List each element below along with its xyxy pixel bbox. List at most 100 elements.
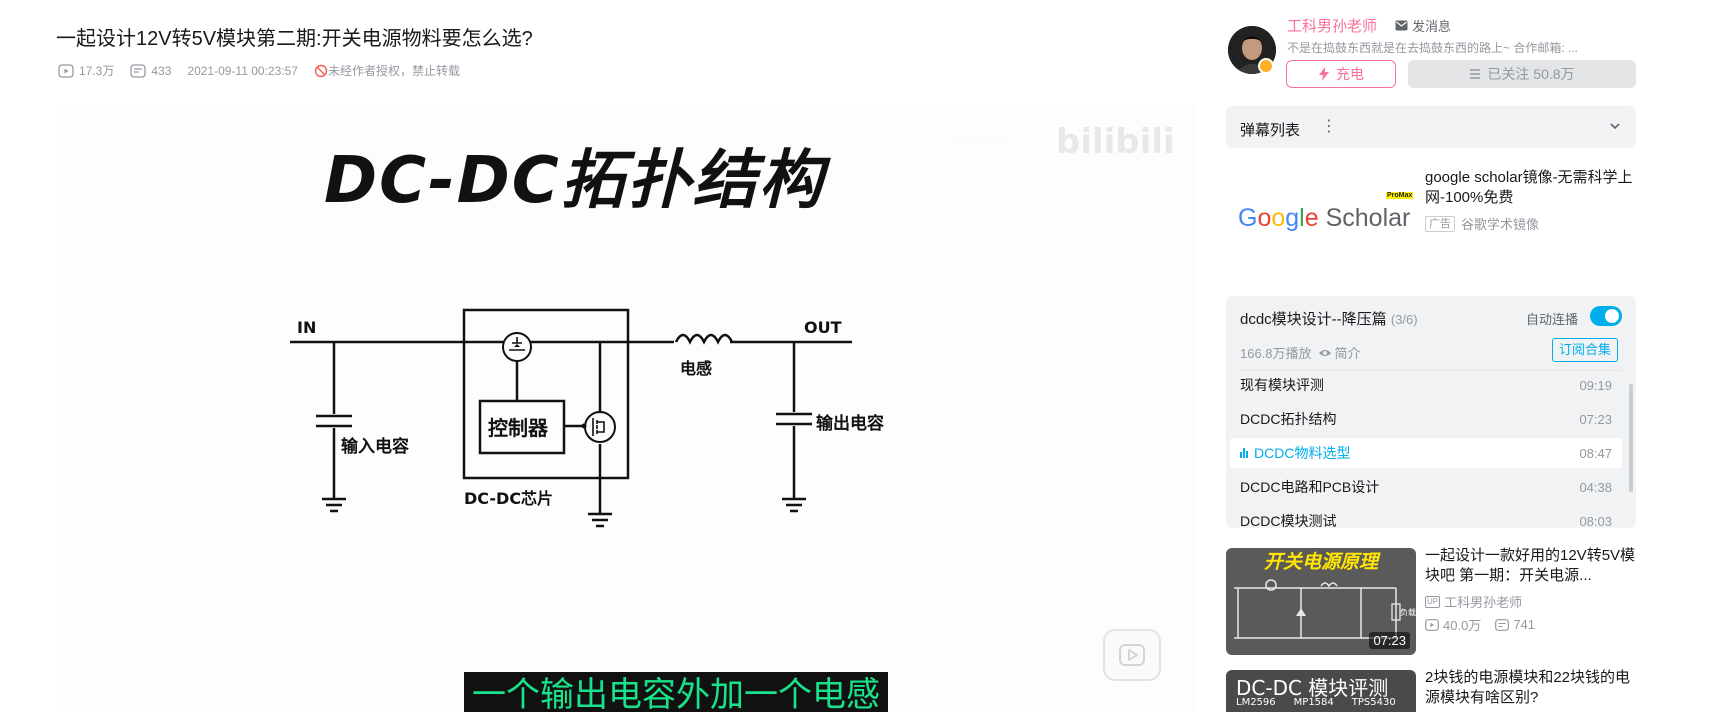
rec-thumb-chip: MP1584 (1293, 697, 1334, 708)
google-scholar-logo: Google Scholar (1238, 204, 1411, 232)
playlist-intro-link[interactable]: 简介 (1318, 343, 1361, 362)
charge-button[interactable]: 充电 (1286, 60, 1396, 88)
playlist-scrollbar[interactable] (1629, 384, 1633, 492)
play-icon (1119, 644, 1145, 666)
play-count-icon (1425, 618, 1439, 631)
rec-thumbnail[interactable]: DC-DC 模块评测 LM2596 MP1584 TPS5430 (1226, 670, 1416, 712)
playlist-item-duration: 08:03 (1579, 513, 1612, 529)
mail-icon (1395, 20, 1408, 31)
play-button[interactable] (1103, 629, 1161, 681)
autoplay-label: 自动连播 (1526, 312, 1579, 327)
rec-title[interactable]: 2块钱的电源模块和22块钱的电源模块有啥区别? (1425, 669, 1631, 706)
playlist-item-duration: 07:23 (1579, 411, 1612, 427)
playlist-item-title: DCDC物料选型 (1254, 445, 1351, 461)
rec-title[interactable]: 一起设计一款好用的12V转5V模块吧 第一期：开关电源... (1425, 547, 1636, 584)
playlist-item-title: DCDC拓扑结构 (1240, 411, 1337, 427)
now-playing-icon (1240, 448, 1248, 458)
playlist-item-title: DCDC电路和PCB设计 (1240, 479, 1380, 495)
rec-duration: 07:23 (1369, 632, 1410, 649)
rec-stats: 40.0万 741 (1425, 615, 1535, 634)
label-in: IN (297, 318, 316, 337)
video-subtitle: 一个输出电容外加一个电感 (464, 672, 888, 712)
rec-thumb-load-label: 负载 (1400, 607, 1416, 617)
rec-thumbnail[interactable]: 开关电源原理 负载 07:23 (1226, 548, 1416, 655)
playlist-title-text: dcdc模块设计--降压篇 (1240, 311, 1387, 328)
publish-time: 2021-09-11 00:23:57 (187, 63, 298, 78)
playlist-item-duration: 04:38 (1579, 479, 1612, 495)
label-controller: 控制器 (488, 416, 549, 440)
playlist-item[interactable]: DCDC电路和PCB设计 04:38 (1230, 472, 1622, 502)
danmaku-count-value: 433 (151, 63, 172, 78)
playlist-title[interactable]: dcdc模块设计--降压篇 (3/6) (1240, 308, 1418, 329)
danmaku-list-bar[interactable]: 弹幕列表 ⋮ (1226, 106, 1636, 148)
label-input-cap: 输入电容 (341, 436, 409, 457)
rec-thumb-circuit: 负载 (1234, 579, 1416, 639)
ad-tag: 广告 (1425, 215, 1455, 232)
rec-views: 40.0万 (1443, 618, 1482, 633)
uploader-name[interactable]: 工科男孙老师 (1287, 18, 1378, 35)
label-out: OUT (804, 318, 842, 337)
charge-label: 充电 (1336, 66, 1364, 82)
verified-badge-icon (1258, 58, 1274, 74)
playlist-item-duration: 08:47 (1579, 445, 1612, 461)
more-options-icon[interactable]: ⋮ (1321, 118, 1337, 135)
autoplay-toggle[interactable] (1590, 306, 1622, 326)
playlist-stats: 166.8万播放 简介 (1240, 343, 1361, 362)
rec-thumb-chip: TPS5430 (1351, 697, 1396, 708)
label-output-cap: 输出电容 (816, 413, 884, 434)
playlist-item-title: DCDC模块测试 (1240, 513, 1337, 528)
playlist-count: (3/6) (1390, 312, 1418, 327)
playlist-panel: dcdc模块设计--降压篇 (3/6) 自动连播 166.8万播放 简介 订阅合… (1226, 296, 1636, 528)
ad-promax-tag: ProMax (1386, 192, 1414, 199)
danmaku-icon (130, 63, 147, 78)
rec-up-name: 工科男孙老师 (1444, 595, 1523, 610)
lightning-icon (1319, 67, 1329, 81)
playlist-plays: 166.8万播放 (1240, 346, 1312, 361)
bilibili-watermark: bilibili (1056, 122, 1175, 162)
playlist-item[interactable]: DCDC拓扑结构 07:23 (1230, 404, 1622, 434)
circuit-diagram: IN OUT 电感 输入电容 输出电容 控制器 DC-DC芯片 (290, 308, 884, 528)
rec-up[interactable]: UP 工科男孙老师 (1425, 592, 1522, 611)
uploader-avatar[interactable] (1228, 26, 1276, 74)
copyright-note: 未经作者授权，禁止转载 (314, 62, 460, 79)
subscribe-collection-button[interactable]: 订阅合集 (1552, 338, 1619, 362)
video-player[interactable]: · · · · · · · bilibili DC-DC拓扑结构 (56, 104, 1197, 712)
watermark-prefix: · · · · · · · (956, 134, 1008, 149)
intro-label: 简介 (1334, 346, 1361, 361)
ad-source: 谷歌学术镜像 (1461, 217, 1540, 232)
slide-title: DC-DC拓扑结构 (324, 144, 825, 218)
follow-label: 已关注 50.8万 (1487, 66, 1575, 82)
eye-icon (1318, 349, 1331, 356)
playlist-item-duration: 09:19 (1579, 377, 1612, 393)
playlist-divider (1240, 370, 1622, 371)
view-count-value: 17.3万 (79, 64, 115, 78)
label-chip: DC-DC芯片 (464, 489, 553, 508)
label-inductor: 电感 (680, 359, 712, 378)
playlist-item[interactable]: DCDC模块测试 08:03 (1230, 506, 1622, 528)
follow-button[interactable]: 已关注 50.8万 (1408, 60, 1636, 88)
playlist-item[interactable]: 现有模块评测 09:19 (1230, 370, 1622, 400)
menu-lines-icon (1470, 69, 1481, 79)
playlist-item-active[interactable]: DCDC物料选型 08:47 (1230, 438, 1622, 468)
chevron-down-icon[interactable] (1608, 119, 1622, 133)
send-message-label: 发消息 (1412, 19, 1452, 34)
rec-thumb-title: DC-DC 模块评测 (1236, 676, 1389, 700)
danmaku-icon (1495, 618, 1510, 631)
ad-meta: 广告 谷歌学术镜像 (1425, 214, 1539, 233)
playlist-item-title: 现有模块评测 (1240, 377, 1324, 393)
rec-thumb-title: 开关电源原理 (1263, 551, 1378, 573)
video-title: 一起设计12V转5V模块第二期:开关电源物料要怎么选? (56, 28, 533, 50)
forbidden-icon (314, 64, 328, 77)
rec-danmaku: 741 (1513, 617, 1536, 632)
rec-thumb-chip: LM2596 (1236, 697, 1276, 708)
play-count-icon (58, 63, 74, 78)
video-meta: 17.3万 433 2021-09-11 00:23:57 未经作者授权，禁止转… (58, 62, 460, 79)
send-message-link[interactable]: 发消息 (1395, 16, 1451, 35)
uploader-description: 不是在捣鼓东西就是在去捣鼓东西的路上~ 合作邮箱: ... (1287, 41, 1579, 55)
up-icon: UP (1425, 595, 1441, 608)
ad-title[interactable]: google scholar镜像-无需科学上网-100%免费 (1425, 169, 1633, 206)
danmaku-list-label: 弹幕列表 (1240, 122, 1301, 139)
view-count: 17.3万 (58, 62, 114, 79)
ad-image[interactable]: Google Scholar ProMax (1226, 168, 1414, 272)
danmaku-count: 433 (130, 64, 171, 78)
